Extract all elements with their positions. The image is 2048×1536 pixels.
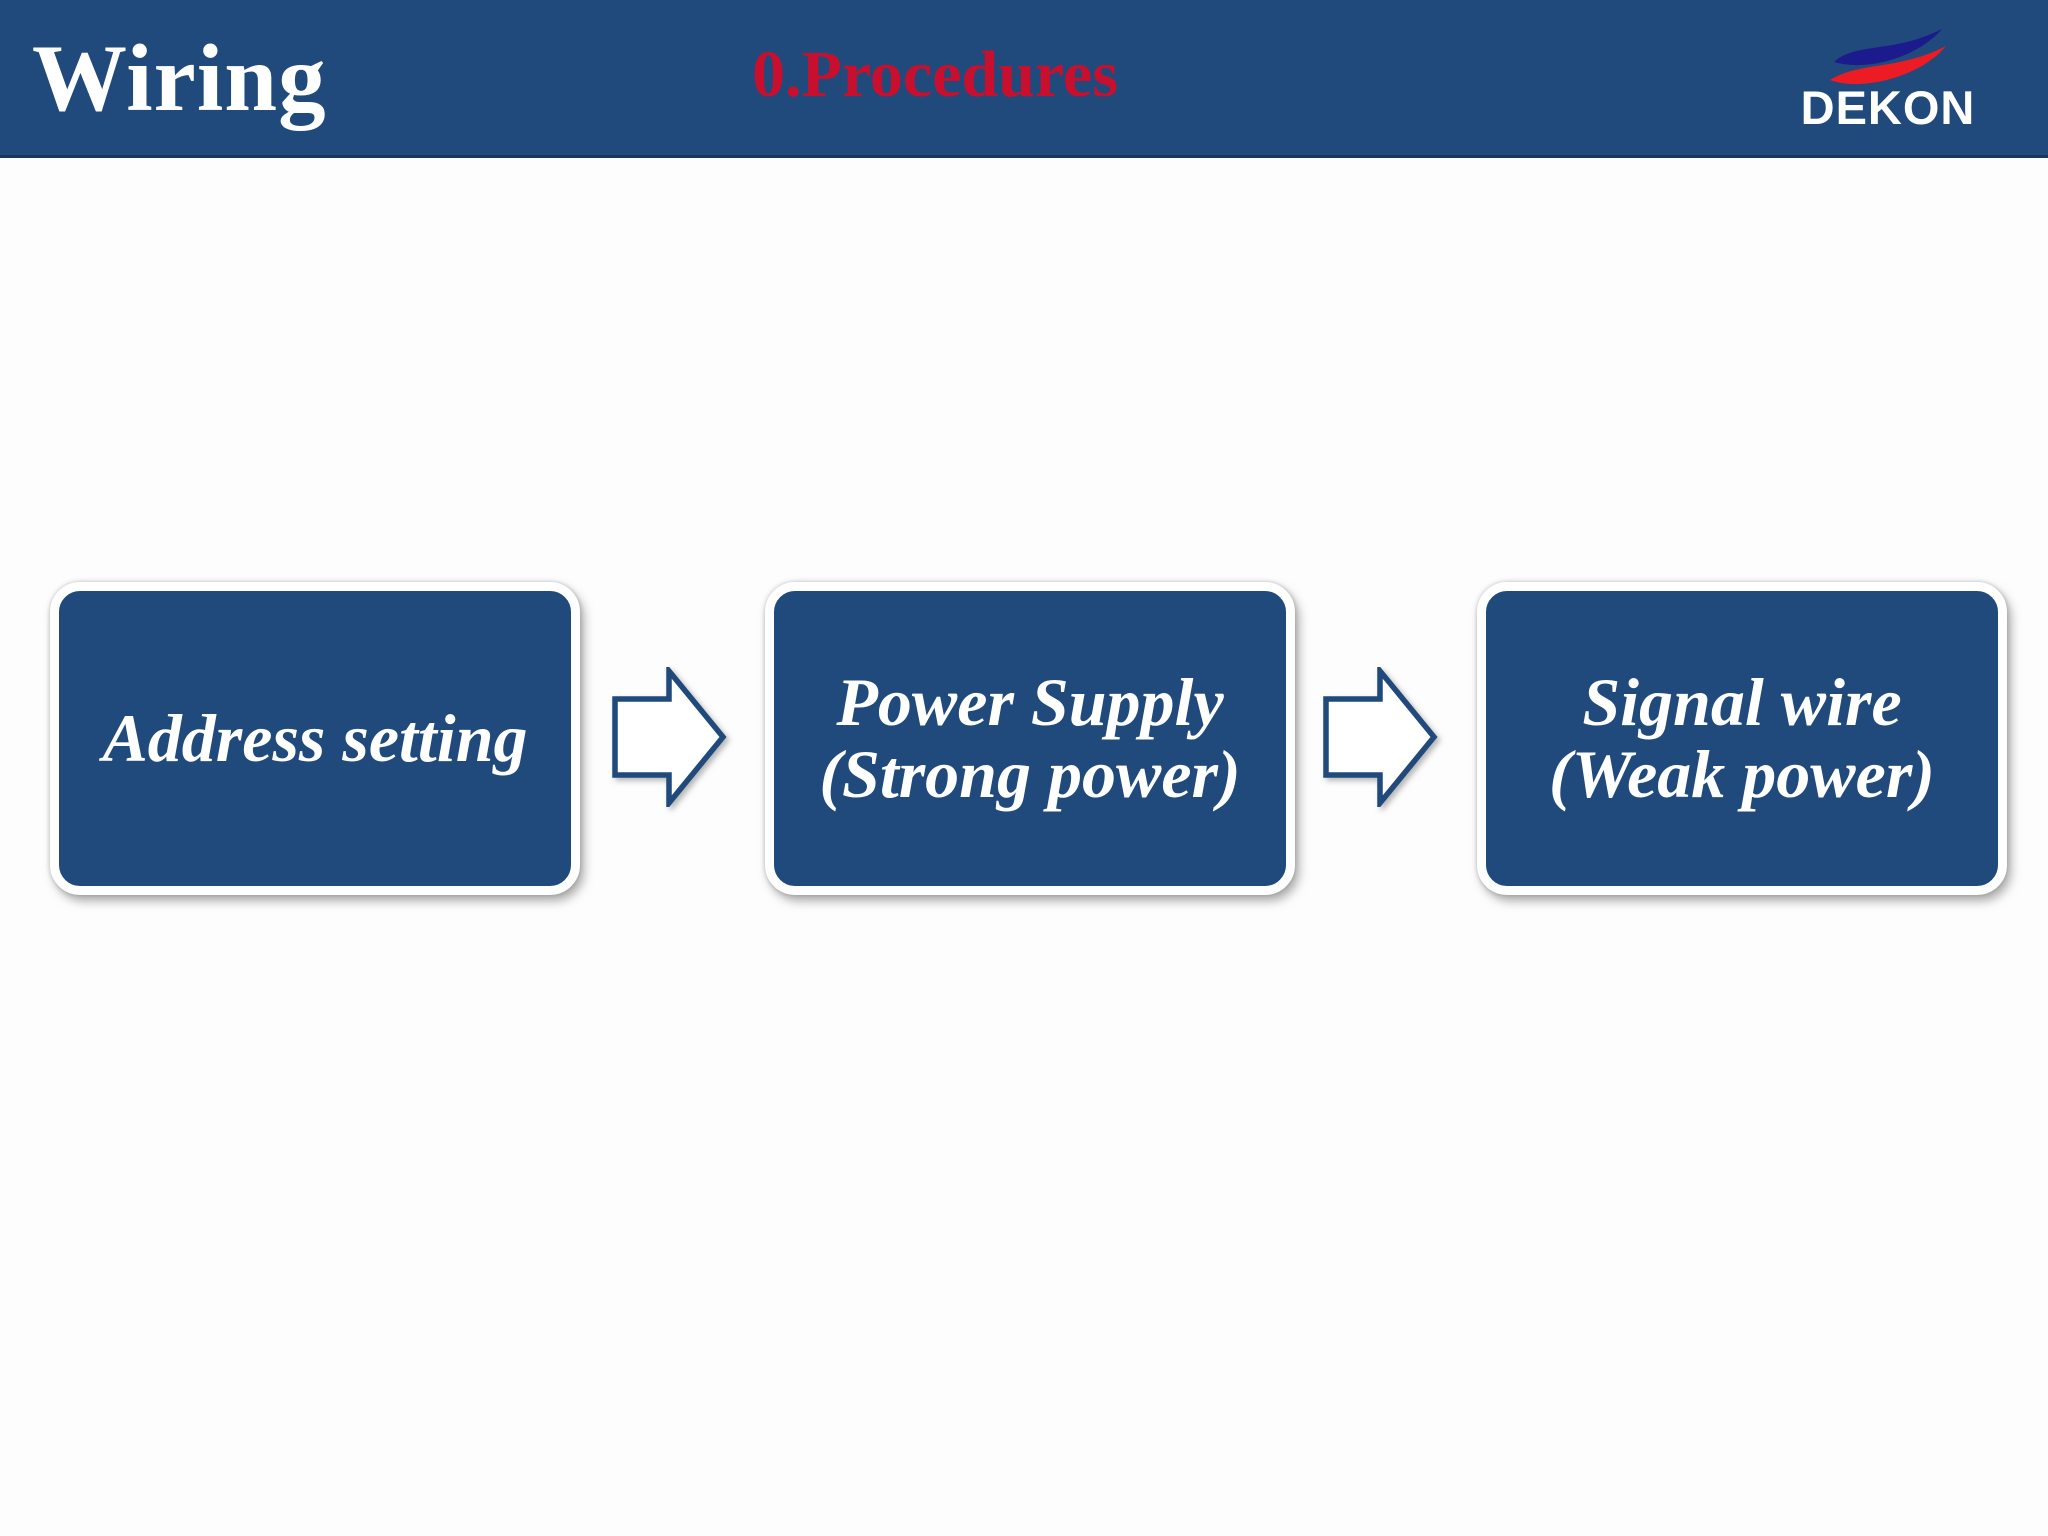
flow-step-label: Signal wire: [1582, 664, 1902, 741]
header-bar: Wiring 0.Procedures DEKON: [0, 0, 2048, 158]
section-title: Wiring: [32, 24, 327, 131]
flow-step-label: (Weak power): [1549, 735, 1935, 812]
page-title: 0.Procedures: [752, 38, 1118, 111]
right-arrow-icon: [1323, 667, 1438, 807]
right-arrow-icon: [612, 667, 727, 807]
flow-step-power-supply: Power Supply (Strong power): [765, 582, 1295, 895]
flow-step-address-setting: Address setting: [50, 582, 580, 895]
dekon-swoosh-icon: [1830, 29, 1946, 85]
flow-step-label: Address setting: [102, 699, 528, 776]
flow-step-label: (Strong power): [819, 735, 1241, 812]
flow-step-signal-wire: Signal wire (Weak power): [1477, 582, 2007, 895]
dekon-logo-text: DEKON: [1800, 81, 1976, 134]
flow-step-label: Power Supply: [836, 664, 1224, 741]
dekon-logo: DEKON: [1788, 24, 1988, 136]
